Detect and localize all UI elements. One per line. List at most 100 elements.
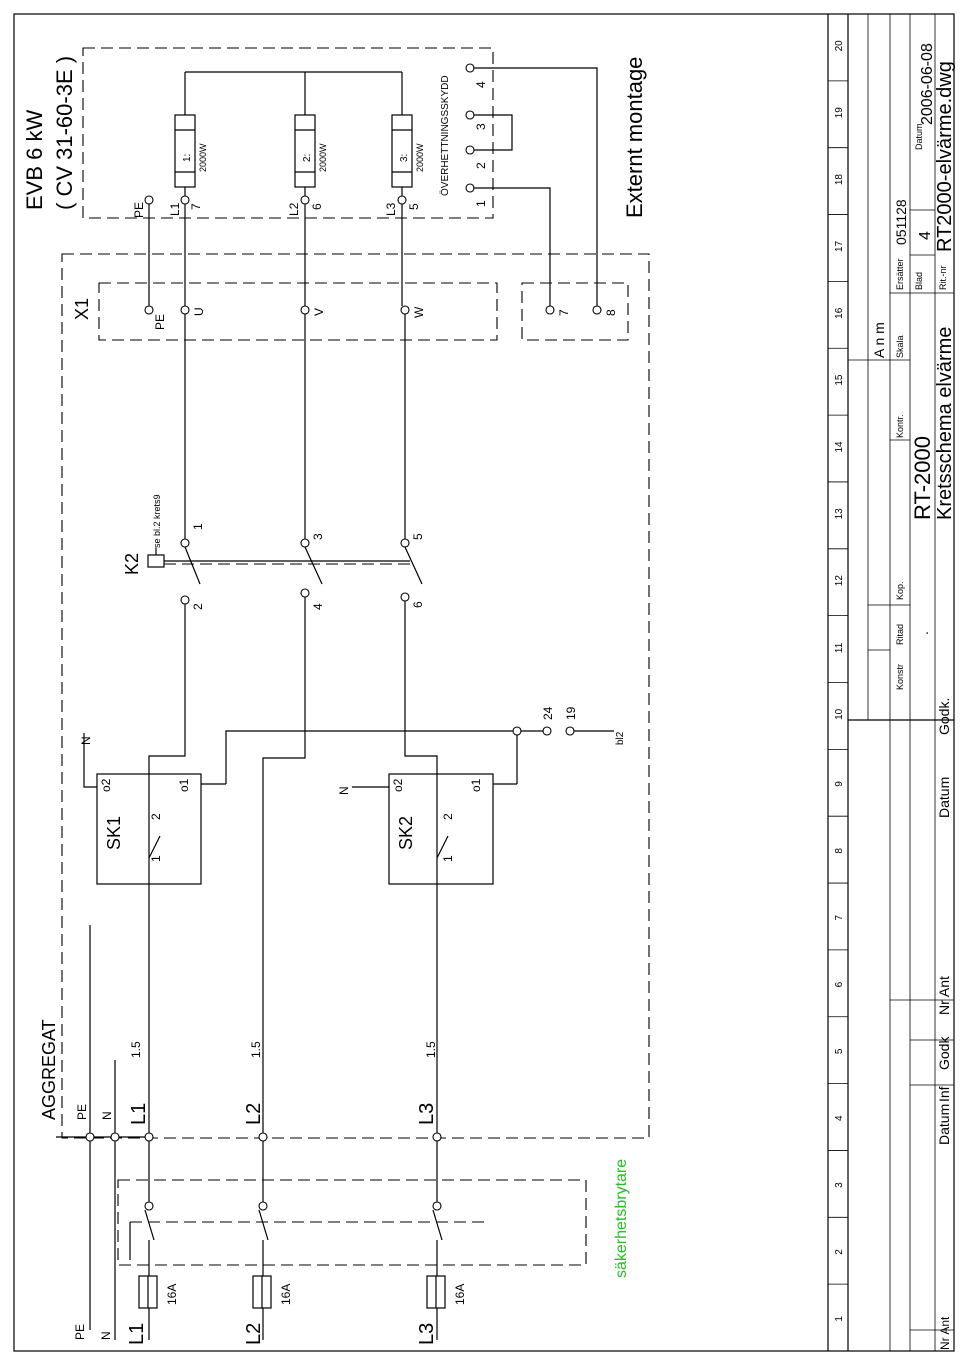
- grid-label: 8: [834, 848, 845, 854]
- sk2-c1: 1: [441, 855, 455, 862]
- element-2-power: 2000W: [318, 143, 328, 172]
- in-n: N: [99, 1331, 113, 1340]
- tb-ersatter: 051128: [893, 199, 909, 245]
- aggregat-label: AGGREGAT: [39, 1019, 59, 1120]
- grid-label: 3: [834, 1182, 845, 1188]
- cable-3: 1.5: [424, 1041, 438, 1058]
- title-block: A n m Kontr. Skala Konstr Ritad Kop. Ers…: [848, 14, 956, 1351]
- grid-label: 4: [834, 1115, 845, 1121]
- fuse-l3-rating: 16A: [453, 1284, 467, 1305]
- breaker-sk2: SK2 N o2 o1 2 1: [337, 773, 517, 885]
- grid-label: 13: [834, 508, 845, 520]
- grid-label: 2: [834, 1249, 845, 1255]
- title-line2: ( CV 31-60-3E ): [52, 56, 77, 210]
- sheet-border: [13, 13, 955, 1352]
- sk1-o2: o2: [99, 778, 113, 792]
- pin-l1-label: L1: [168, 202, 182, 216]
- grid-label: 1: [834, 1316, 845, 1322]
- tb-datum: 2006-06-08: [919, 43, 936, 125]
- terminal-aux-box: [521, 282, 629, 341]
- x1-u: U: [192, 307, 206, 316]
- fuses: 16A 16A 16A: [114, 1170, 467, 1340]
- element-2-id: 2:: [302, 154, 313, 162]
- tb-inf: Inf: [936, 1086, 952, 1102]
- grid-label: 20: [834, 40, 845, 52]
- terminal-x1-box: [98, 282, 498, 341]
- tb-godk: Godk.: [936, 698, 952, 735]
- tb-kop: Kop.: [895, 581, 905, 600]
- grid-label: 12: [834, 575, 845, 587]
- sk2-label: SK2: [396, 816, 416, 850]
- sk2-n: N: [337, 786, 351, 795]
- sk2-box: [388, 773, 494, 885]
- sk1-c1: 1: [149, 855, 163, 862]
- grid-label: 10: [834, 708, 845, 720]
- tb-ritad: Ritad: [895, 624, 905, 645]
- grid-label: 17: [834, 240, 845, 252]
- overheat-protection-label: ÖVERHETTNINGSSKYDD: [439, 75, 451, 196]
- tb-konstr: Konstr: [895, 664, 905, 690]
- in-l3: L3: [416, 1323, 438, 1345]
- in-pe: PE: [73, 1324, 87, 1340]
- contactor-k2: K2 se bl.2 krets9 1 3 5 2 4 6: [122, 314, 425, 610]
- k2-top-5: 5: [411, 533, 425, 540]
- grid-label: 16: [834, 307, 845, 319]
- tb-desc: Kretsschema elvärme: [934, 327, 956, 520]
- k2-bot-4: 4: [311, 603, 325, 610]
- grid-label: 14: [834, 441, 845, 453]
- tb-godk2: Godk: [936, 1036, 952, 1070]
- in-l2: L2: [243, 1323, 265, 1345]
- agg-n: N: [100, 1111, 114, 1120]
- heating-element-1: [174, 114, 196, 188]
- aux-pin-3: 3: [474, 123, 488, 130]
- sk1-box: [96, 773, 202, 885]
- sig-24: 24: [541, 706, 555, 720]
- heating-element-3: [391, 114, 413, 188]
- agg-l2: L2: [243, 1103, 265, 1125]
- pin-pe-label: PE: [132, 202, 146, 218]
- pin-l3-label: L3: [384, 202, 398, 216]
- k2-coil: [147, 554, 165, 568]
- tb-ritnr-label: Rit.-nr: [938, 265, 948, 290]
- k2-bot-2: 2: [191, 603, 205, 610]
- x1-pe: PE: [153, 314, 167, 330]
- grid-label: 11: [834, 642, 845, 653]
- k2-bot-6: 6: [411, 601, 425, 608]
- safety-switch-label: säkerhetsbrytare: [613, 1159, 630, 1278]
- tb-kontr: Kontr.: [895, 414, 905, 438]
- agg-pe: PE: [75, 1104, 89, 1120]
- grid-label: 6: [834, 981, 845, 987]
- tb-datum2: Datum: [936, 777, 952, 818]
- x1-aux-8: 8: [604, 309, 618, 316]
- pin-7-label: 7: [189, 203, 203, 210]
- k2-label: K2: [122, 553, 142, 575]
- heater-box: [82, 47, 494, 219]
- tb-ersatter-label: Ersätter: [895, 258, 905, 290]
- pin-6-label: 6: [310, 203, 324, 210]
- pin-l2-label: L2: [287, 202, 301, 216]
- pin-5-label: 5: [407, 203, 421, 210]
- safety-switch-contacts: [144, 1141, 443, 1276]
- tb-nrant: Nr Ant: [936, 976, 952, 1015]
- tb-file: RT2000-elvärme.dwg: [934, 61, 956, 252]
- breaker-sk1: SK1 N o2 o1 2 1: [79, 736, 226, 885]
- terminal-x1-pins: PE U V W: [144, 305, 426, 330]
- tb-anm: A n m: [871, 322, 887, 358]
- tb-dot: .: [915, 631, 931, 635]
- title-line1: EVB 6 kW: [22, 110, 47, 210]
- sk2-o1: o1: [469, 778, 483, 792]
- agg-l1: L1: [128, 1103, 150, 1125]
- sk1-c2: 2: [149, 813, 163, 820]
- tb-datum-label: Datum: [914, 123, 924, 150]
- k2-top-1: 1: [191, 523, 205, 530]
- grid-label: 15: [834, 374, 845, 386]
- element-1-power: 2000W: [198, 143, 208, 172]
- tb-blad-label: Blad: [914, 272, 924, 290]
- grid-label: 7: [834, 914, 845, 920]
- in-l1: L1: [126, 1323, 148, 1345]
- element-1-id: 1:: [182, 154, 193, 162]
- element-3-power: 2000W: [415, 143, 425, 172]
- sk2-o2: o2: [391, 778, 405, 792]
